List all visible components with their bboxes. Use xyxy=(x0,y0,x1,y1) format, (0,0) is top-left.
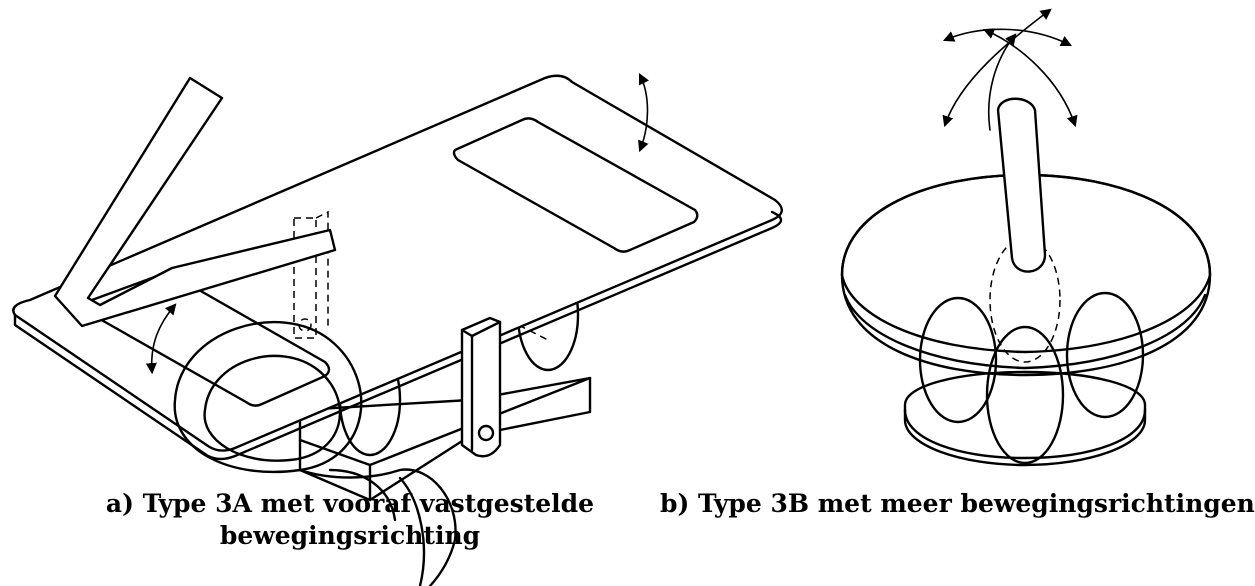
caption-a-line2: bewegingsrichting xyxy=(219,521,481,550)
tilt-arrows xyxy=(145,72,650,375)
motion-loops xyxy=(173,320,457,586)
type-3a-drawing xyxy=(12,72,783,586)
pivot-bracket-right xyxy=(460,316,502,458)
tilted-plate xyxy=(12,74,783,461)
caption-a-line1: a) Type 3A met vooraf vastgestelde xyxy=(105,489,595,518)
direction-arrows xyxy=(942,8,1078,131)
joystick-handle xyxy=(996,97,1047,273)
base-disc xyxy=(903,370,1147,467)
type-3b-drawing xyxy=(840,8,1212,467)
base-block xyxy=(298,376,592,502)
wrist-rest-illustrations xyxy=(12,8,1212,586)
caption-type-3a: a) Type 3A met vooraf vastgestelde beweg… xyxy=(40,488,660,552)
caption-type-3b: b) Type 3B met meer bewegingsrichtingen xyxy=(660,489,1255,518)
hand-outline xyxy=(53,76,337,328)
